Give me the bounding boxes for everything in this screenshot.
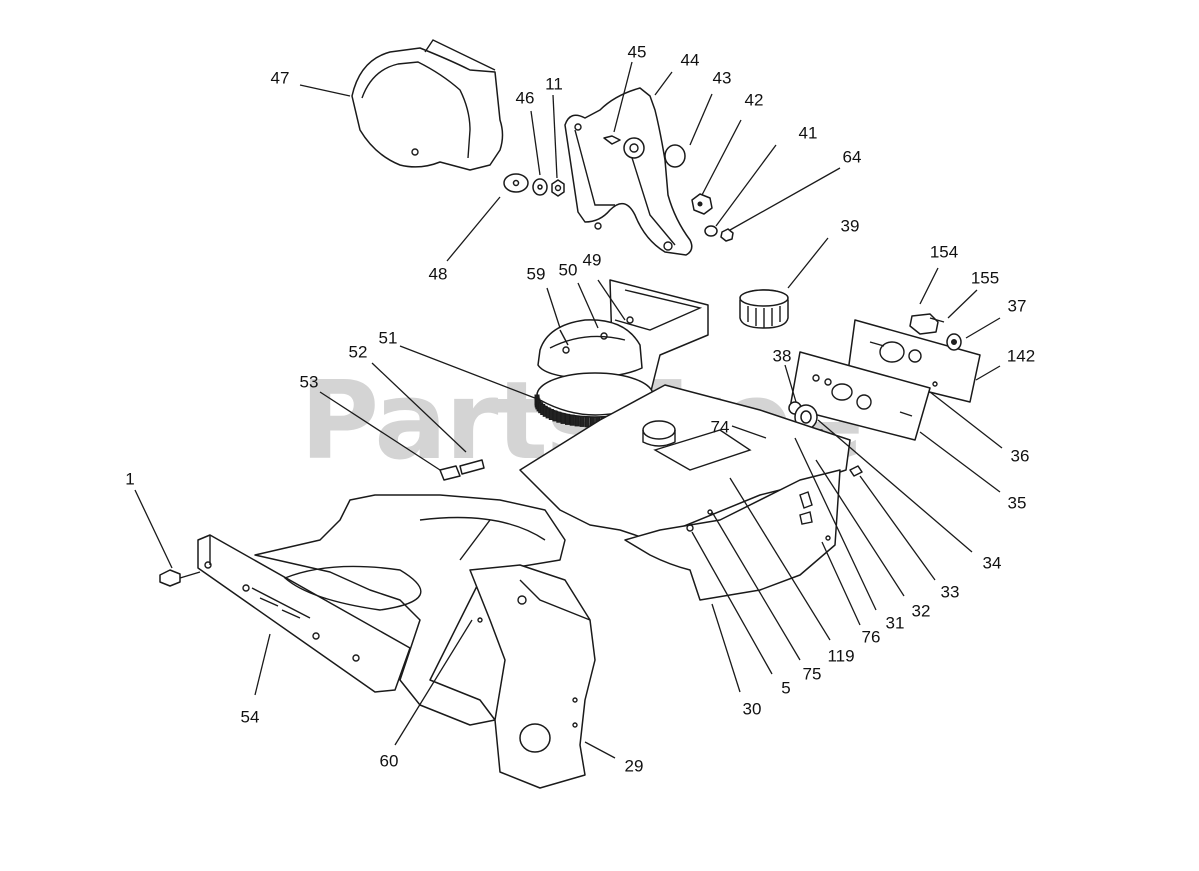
callout-47: 47	[270, 68, 290, 88]
part-52-pin	[459, 459, 485, 475]
callout-34: 34	[982, 553, 1002, 573]
callout-142: 142	[1006, 346, 1036, 366]
part-54-scraper	[197, 534, 411, 693]
callout-39: 39	[840, 216, 860, 236]
callout-38: 38	[772, 346, 792, 366]
callout-76: 76	[861, 627, 881, 647]
callout-64: 64	[842, 147, 862, 167]
part-45-bolt	[603, 135, 621, 145]
callout-29: 29	[624, 756, 644, 776]
callout-41: 41	[798, 123, 818, 143]
callout-59: 59	[526, 264, 546, 284]
callout-51: 51	[378, 328, 398, 348]
part-53-pin	[439, 465, 461, 481]
callout-46: 46	[515, 88, 535, 108]
callout-1: 1	[125, 469, 135, 489]
callout-5: 5	[781, 678, 791, 698]
callout-11: 11	[545, 74, 563, 94]
part-33-screw	[849, 465, 863, 477]
part-43-washer	[664, 144, 686, 168]
leader-lines	[134, 61, 1003, 759]
part-1-bolt	[159, 569, 201, 587]
part-142-panel	[847, 319, 981, 403]
callout-45: 45	[627, 42, 647, 62]
part-60-housing	[254, 494, 566, 726]
part-64-nut	[720, 228, 734, 242]
callout-119: 119	[827, 646, 855, 666]
part-36-panel	[789, 351, 931, 441]
part-48-washer	[503, 173, 529, 193]
callout-60: 60	[379, 751, 399, 771]
callout-42: 42	[744, 90, 764, 110]
callout-154: 154	[929, 242, 959, 262]
callout-43: 43	[712, 68, 732, 88]
callout-37: 37	[1007, 296, 1027, 316]
callout-30: 30	[742, 699, 762, 719]
callout-31: 31	[885, 613, 905, 633]
part-41-washer	[704, 225, 718, 237]
callout-32: 32	[911, 601, 931, 621]
callout-54: 54	[240, 707, 260, 727]
part-29-side-plate	[469, 564, 596, 789]
part-44-bracket	[564, 87, 693, 256]
part-11-nut	[551, 179, 565, 197]
callout-53: 53	[299, 372, 319, 392]
callout-50: 50	[558, 260, 578, 280]
callout-44: 44	[680, 50, 700, 70]
callout-35: 35	[1007, 493, 1027, 513]
callout-75: 75	[802, 664, 822, 684]
callout-49: 49	[582, 250, 602, 270]
part-37-grommet	[946, 333, 962, 351]
part-42-knob	[691, 193, 713, 215]
callout-74: 74	[710, 417, 730, 437]
callout-36: 36	[1010, 446, 1030, 466]
callout-52: 52	[348, 342, 368, 362]
callout-155: 155	[970, 268, 1000, 288]
part-39-fuel-cap	[739, 289, 789, 329]
callout-48: 48	[428, 264, 448, 284]
part-46-washer	[532, 178, 548, 196]
part-154-key	[909, 313, 945, 335]
part-49-chute-ring	[534, 279, 709, 428]
callout-33: 33	[940, 582, 960, 602]
part-47-deflector	[351, 39, 504, 171]
